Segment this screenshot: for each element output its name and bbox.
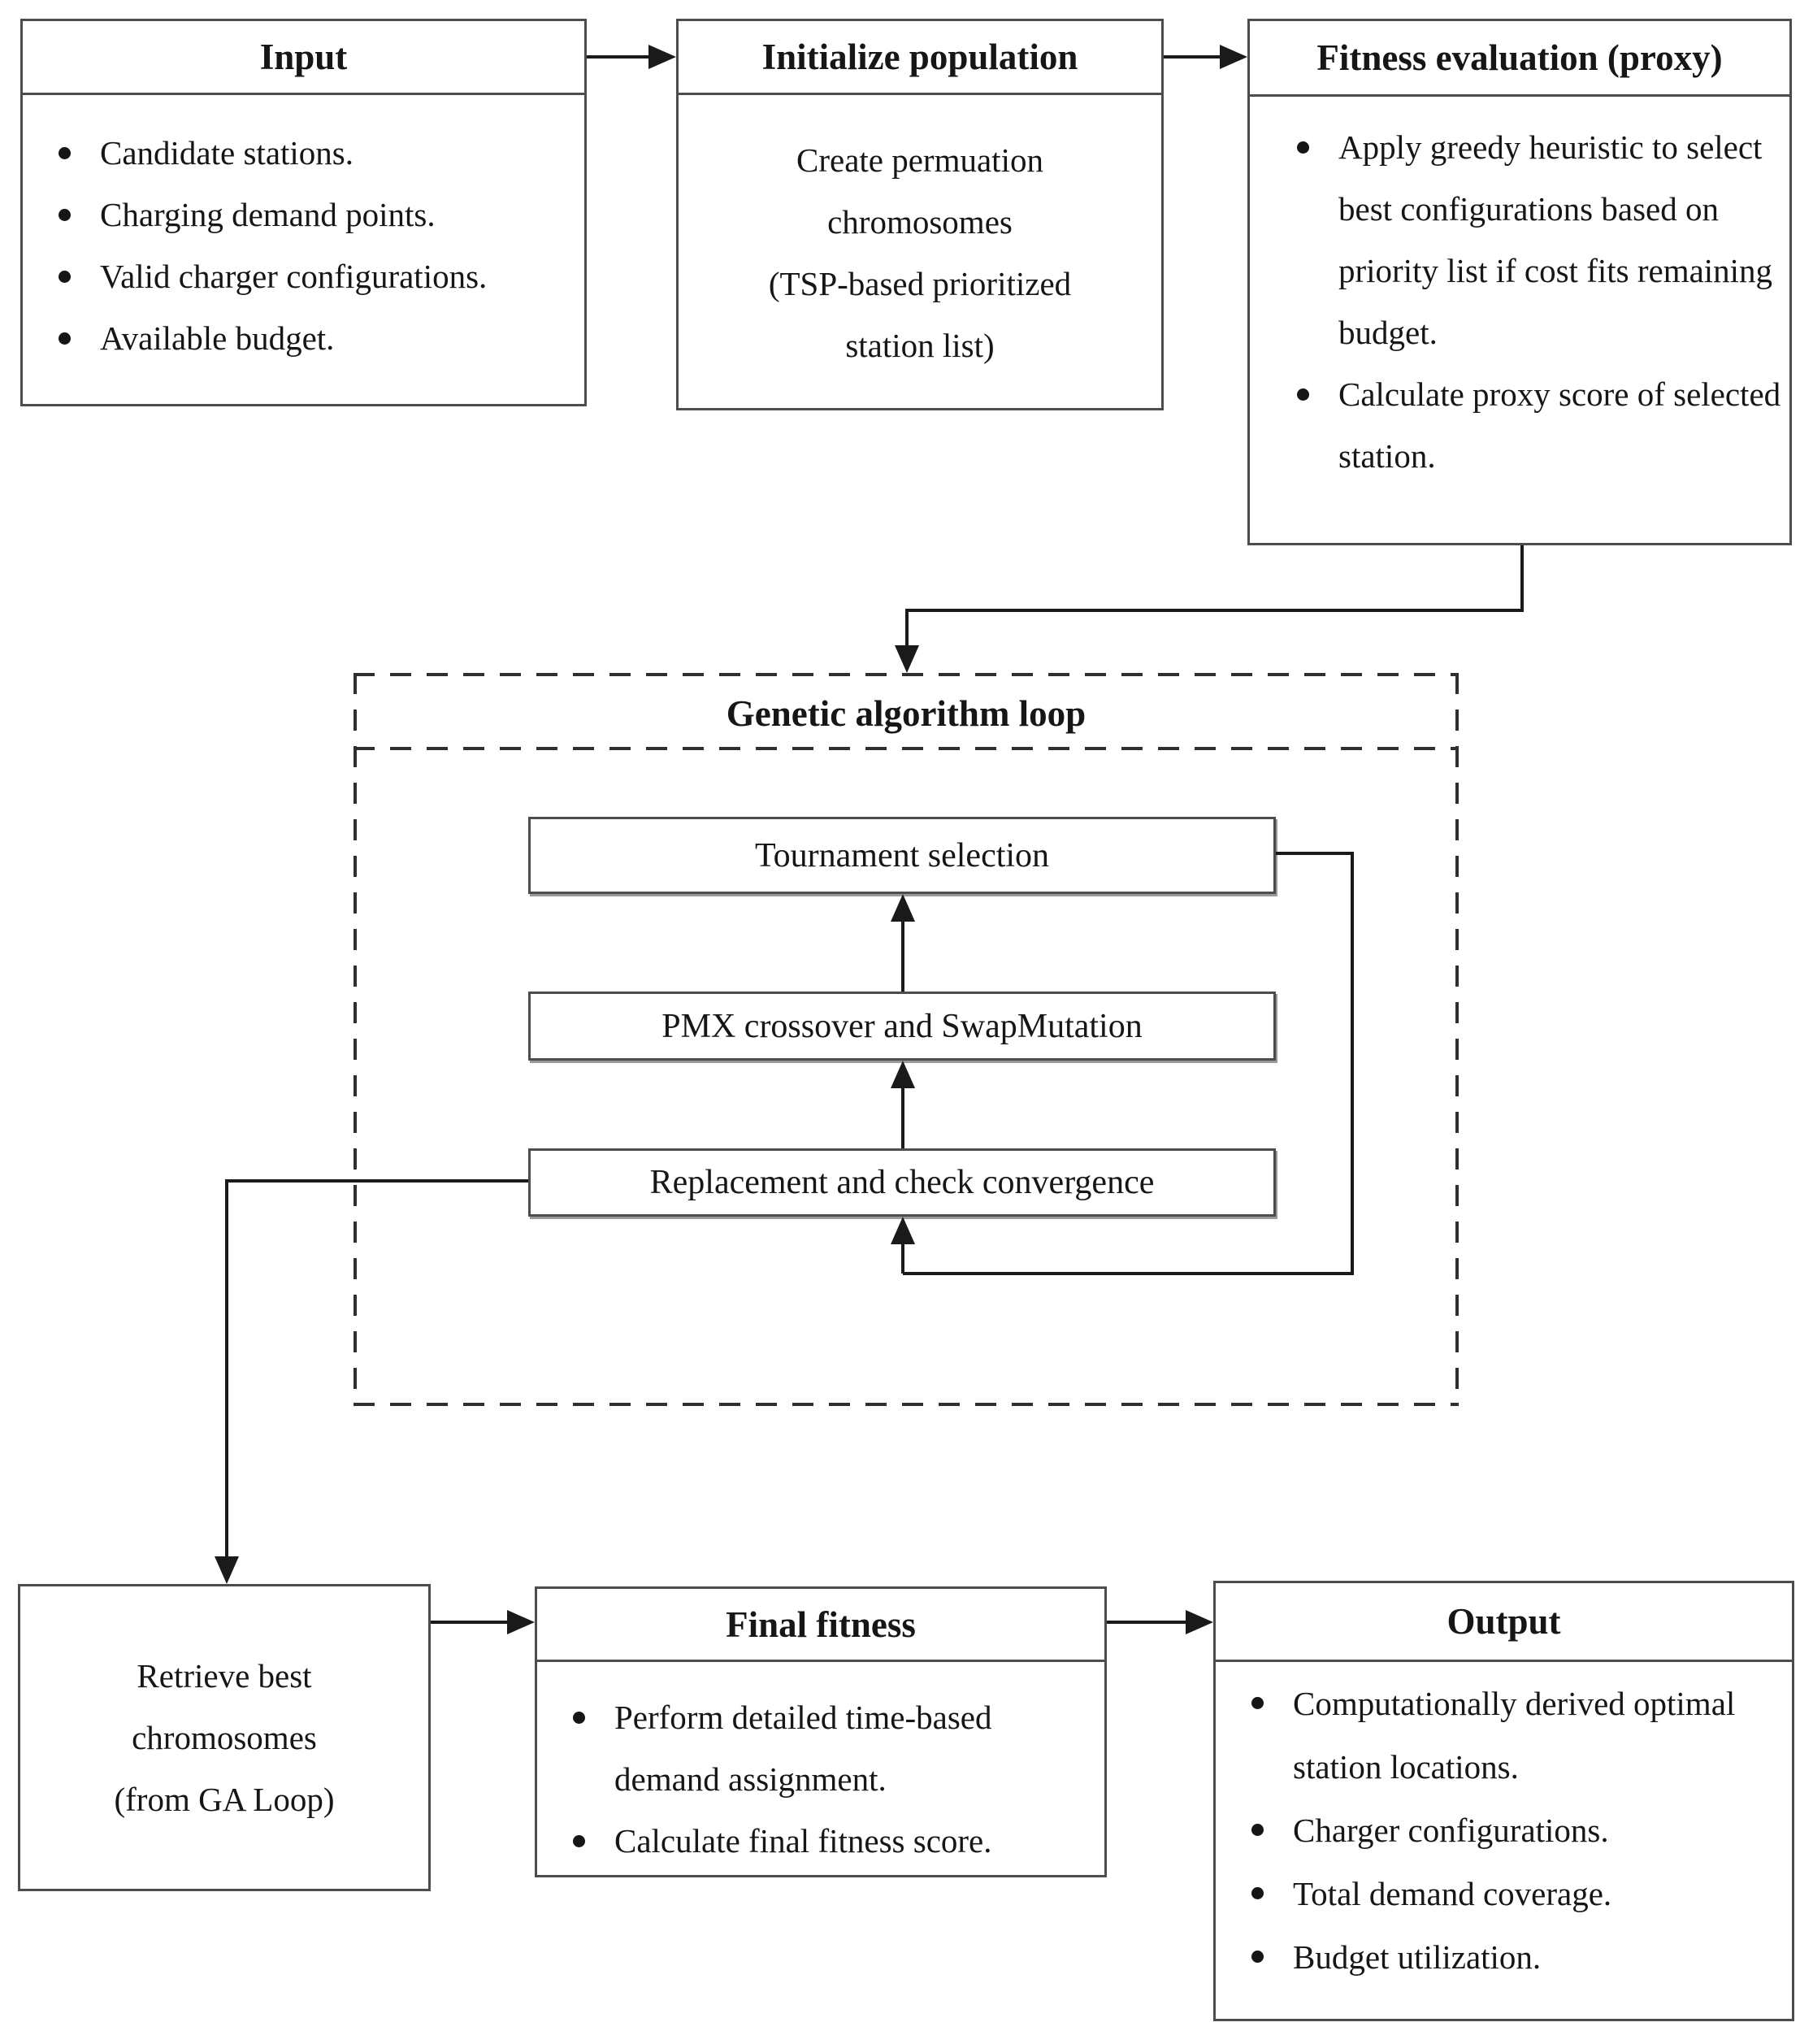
arrowhead-into-retrieve <box>215 1556 239 1584</box>
connector-pmx-to-tournament <box>901 918 904 992</box>
ga-loop-border-right <box>1455 673 1459 1406</box>
arrowhead-loopback-into-replacement <box>891 1217 915 1244</box>
ga-loop-border-top <box>353 673 1459 676</box>
tournament-selection-label: Tournament selection <box>754 836 1050 874</box>
replacement-box: Replacement and check convergence <box>528 1148 1276 1217</box>
loopback-top-segment <box>1276 852 1354 855</box>
output-bullet-1: Computationally derived optimal station … <box>1216 1672 1759 1799</box>
input-bullet-4: Available budget. <box>23 307 576 369</box>
input-bullet-3: Valid charger configurations. <box>23 245 576 307</box>
arrowhead-initialize-to-fitness <box>1220 45 1247 69</box>
ga-loop-border-left <box>353 673 357 1406</box>
tournament-selection-box: Tournament selection <box>528 817 1276 894</box>
input-box-content: Candidate stations. Charging demand poin… <box>23 95 584 369</box>
fitness-bullet-2: Calculate proxy score of selected statio… <box>1261 363 1783 487</box>
arrowhead-pmx-to-tournament <box>891 894 915 922</box>
pmx-crossover-label: PMX crossover and SwapMutation <box>661 1007 1143 1045</box>
ga-loop-border-bottom <box>353 1403 1459 1406</box>
connector-input-to-initialize <box>587 55 650 59</box>
fitness-evaluation-title: Fitness evaluation (proxy) <box>1250 21 1789 97</box>
ga-loop-title-divider <box>353 747 1459 750</box>
final-fitness-bullet-list: Perform detailed time-based demand assig… <box>537 1686 1080 1872</box>
input-bullet-2: Charging demand points. <box>23 184 576 245</box>
input-bullet-list: Candidate stations. Charging demand poin… <box>23 122 576 369</box>
initialize-population-box: Initialize population Create permuation … <box>676 19 1164 410</box>
final-fitness-title: Final fitness <box>537 1589 1104 1662</box>
connector-replacement-to-pmx <box>901 1085 904 1148</box>
fitness-bullet-list: Apply greedy heuristic to select best co… <box>1261 116 1783 487</box>
arrowhead-retrieve-to-final <box>507 1610 535 1634</box>
retrieve-chromosomes-body: Retrieve best chromosomes (from GA Loop) <box>114 1657 335 1818</box>
exit-horizontal-segment <box>225 1179 528 1183</box>
fitness-evaluation-content: Apply greedy heuristic to select best co… <box>1250 97 1789 487</box>
connector-initialize-to-fitness <box>1164 55 1221 59</box>
output-bullet-4: Budget utilization. <box>1216 1925 1759 1989</box>
final-fitness-bullet-2: Calculate final fitness score. <box>537 1810 1080 1872</box>
output-bullet-2: Charger configurations. <box>1216 1799 1759 1862</box>
retrieve-chromosomes-box: Retrieve best chromosomes (from GA Loop) <box>18 1584 431 1891</box>
loopback-right-segment <box>1351 852 1354 1275</box>
fitness-evaluation-box: Fitness evaluation (proxy) Apply greedy … <box>1247 19 1792 545</box>
final-fitness-content: Perform detailed time-based demand assig… <box>537 1662 1104 1872</box>
connector-fitness-horizontal <box>905 609 1524 612</box>
input-box-title: Input <box>23 21 584 95</box>
arrowhead-input-to-initialize <box>648 45 676 69</box>
input-bullet-1: Candidate stations. <box>23 122 576 184</box>
arrowhead-final-to-output <box>1186 1610 1213 1634</box>
final-fitness-box: Final fitness Perform detailed time-base… <box>535 1586 1107 1877</box>
output-bullet-3: Total demand coverage. <box>1216 1862 1759 1925</box>
input-box: Input Candidate stations. Charging deman… <box>20 19 587 406</box>
loopback-bottom-segment <box>903 1272 1354 1275</box>
initialize-population-body-wrap: Create permuation chromosomes (TSP-based… <box>679 98 1161 408</box>
output-box: Output Computationally derived optimal s… <box>1213 1581 1794 2021</box>
output-content: Computationally derived optimal station … <box>1216 1662 1792 1989</box>
initialize-population-title: Initialize population <box>679 21 1161 95</box>
fitness-bullet-1: Apply greedy heuristic to select best co… <box>1261 116 1783 363</box>
connector-final-to-output <box>1107 1621 1187 1624</box>
ga-loop-title: Genetic algorithm loop <box>726 693 1086 734</box>
connector-fitness-to-galoop <box>905 609 909 649</box>
output-bullet-list: Computationally derived optimal station … <box>1216 1672 1759 1989</box>
output-title: Output <box>1216 1583 1792 1662</box>
loopback-up-segment <box>901 1241 904 1274</box>
initialize-population-body: Create permuation chromosomes (TSP-based… <box>768 141 1072 364</box>
connector-fitness-drop <box>1520 545 1524 612</box>
replacement-label: Replacement and check convergence <box>649 1164 1155 1201</box>
connector-retrieve-to-final <box>431 1621 510 1624</box>
final-fitness-bullet-1: Perform detailed time-based demand assig… <box>537 1686 1080 1810</box>
arrowhead-into-galoop <box>895 645 919 673</box>
pmx-crossover-box: PMX crossover and SwapMutation <box>528 992 1276 1061</box>
exit-vertical-segment <box>225 1179 228 1558</box>
arrowhead-replacement-to-pmx <box>891 1061 915 1088</box>
